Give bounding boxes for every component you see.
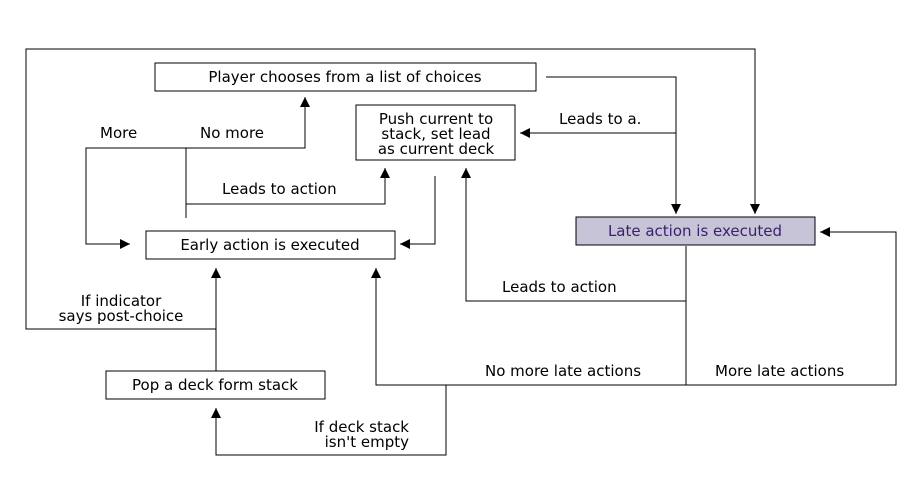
- node-pop-deck: Pop a deck form stack: [105, 370, 326, 400]
- node-early-action: Early action is executed: [145, 230, 396, 260]
- label-if-deck-stack-line-2: isn't empty: [325, 433, 410, 451]
- edge-indicator-to-late: [25, 48, 760, 330]
- node-late-action: Late action is executed: [575, 216, 816, 246]
- edge-player-to-late: [546, 76, 681, 214]
- edge-no-more-late-actions: [371, 268, 686, 386]
- node-late-action-label: Late action is executed: [608, 222, 782, 240]
- label-if-indicator-line-2: says post-choice: [59, 307, 184, 325]
- label-no-more: No more: [200, 124, 264, 142]
- node-player-chooses-label: Player chooses from a list of choices: [208, 68, 481, 86]
- node-player-chooses: Player chooses from a list of choices: [154, 62, 537, 92]
- node-push-current: Push current to stack, set lead as curre…: [355, 104, 516, 161]
- edge-more: [85, 147, 186, 249]
- edge-leads-to-action-top: [186, 168, 390, 205]
- label-if-deck-stack-line-1: If deck stack: [314, 418, 409, 436]
- edge-if-deck-stack: [211, 385, 447, 456]
- node-push-current-line-3: as current deck: [378, 140, 495, 158]
- node-push-current-line-2: stack, set lead: [381, 125, 490, 143]
- label-more: More: [100, 124, 137, 142]
- label-leads-to-a: Leads to a.: [559, 110, 641, 128]
- edge-no-more: [186, 97, 310, 149]
- label-more-late-actions: More late actions: [715, 362, 844, 380]
- label-leads-to-action-bottom: Leads to action: [502, 278, 617, 296]
- edge-more-late-actions: [686, 227, 897, 386]
- label-leads-to-action-top: Leads to action: [222, 180, 337, 198]
- edge-push-to-early: [400, 176, 436, 249]
- label-no-more-late-actions: No more late actions: [485, 362, 641, 380]
- node-pop-deck-label: Pop a deck form stack: [132, 376, 298, 394]
- edge-leads-to-action-bottom: [461, 168, 686, 302]
- node-early-action-label: Early action is executed: [180, 236, 359, 254]
- node-push-current-line-1: Push current to: [379, 110, 493, 128]
- label-if-indicator-line-1: If indicator: [81, 292, 162, 310]
